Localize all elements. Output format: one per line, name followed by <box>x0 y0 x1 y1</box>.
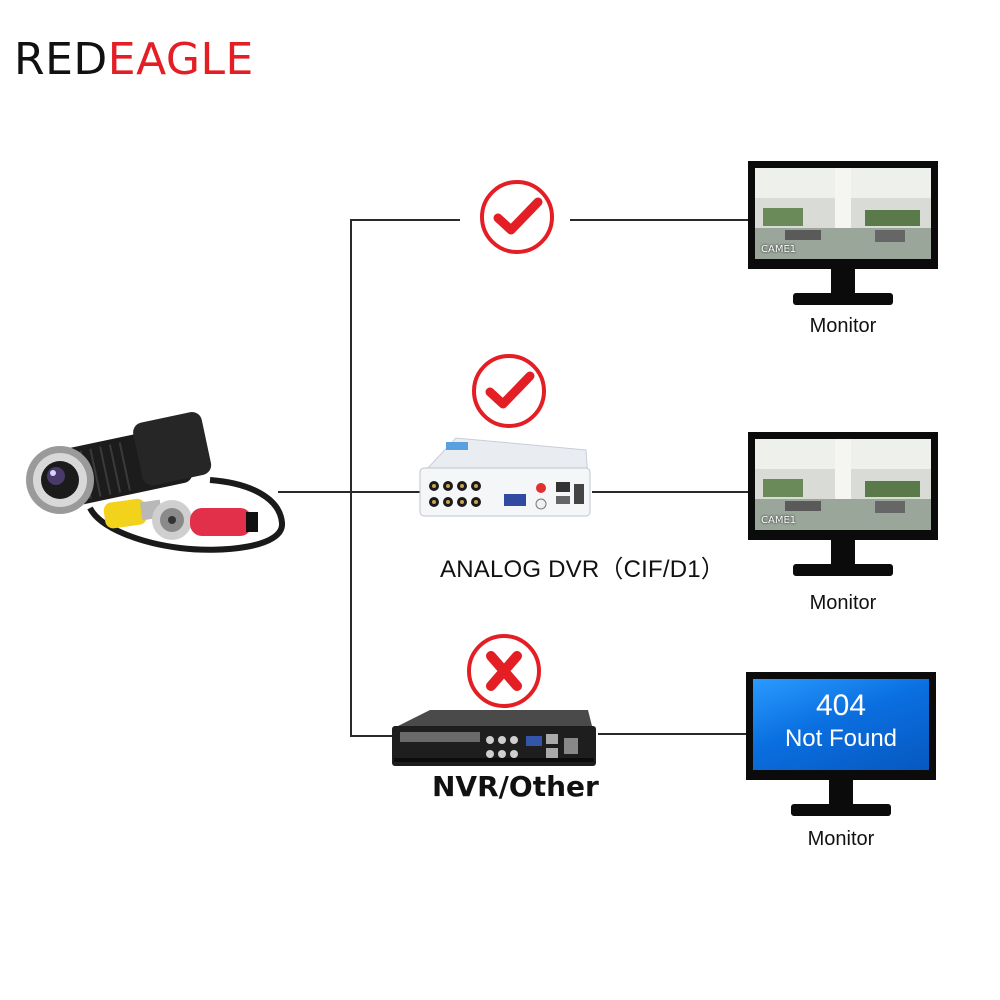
row1-line-left <box>350 219 460 221</box>
row2-check-icon <box>472 354 546 428</box>
row3-cross-icon <box>467 634 541 708</box>
monitor-3-screen: 404 Not Found <box>753 679 929 770</box>
row1-line-right <box>570 219 748 221</box>
monitor-2-bezel: CAME1 <box>748 432 938 540</box>
brand-logo-part2: EAGLE <box>107 34 254 85</box>
monitor-3-label: Monitor <box>807 828 875 850</box>
brand-logo: REDEAGLE <box>14 38 254 82</box>
monitor-1-screen: CAME1 <box>755 168 931 259</box>
camera-image <box>26 412 285 553</box>
row2-line-right <box>592 491 748 493</box>
monitor-2: CAME1 Monitor <box>748 432 938 615</box>
monitor-1-bezel: CAME1 <box>748 161 938 269</box>
monitor-2-screen: CAME1 <box>755 439 931 530</box>
row1-check-icon <box>480 180 554 254</box>
nvr-label: NVR/Other <box>432 770 599 803</box>
monitor-3-stand <box>791 780 891 816</box>
analog-dvr-image <box>419 437 591 517</box>
monitor-2-stand <box>793 540 893 576</box>
office-feed-image <box>755 439 931 530</box>
trunk-line <box>350 219 352 737</box>
monitor-1: CAME1 Monitor <box>748 161 938 338</box>
brand-logo-part1: RED <box>14 34 108 85</box>
row3-line-left <box>350 735 392 737</box>
error-message: Not Found <box>784 725 898 752</box>
monitor-3-bezel: 404 Not Found <box>746 672 936 780</box>
monitor-1-label: Monitor <box>809 315 877 337</box>
camera-line <box>278 491 420 493</box>
nvr-image <box>392 710 596 766</box>
row3-line-right <box>598 733 748 735</box>
analog-dvr-label: ANALOG DVR（CIF/D1） <box>440 556 725 583</box>
monitor-2-overlay: CAME1 <box>761 515 797 526</box>
monitor-3: 404 Not Found Monitor <box>746 672 936 851</box>
office-feed-image <box>755 168 931 259</box>
error-code: 404 <box>815 689 867 722</box>
monitor-1-overlay: CAME1 <box>761 244 797 255</box>
monitor-1-stand <box>793 269 893 305</box>
monitor-2-label: Monitor <box>809 592 877 614</box>
